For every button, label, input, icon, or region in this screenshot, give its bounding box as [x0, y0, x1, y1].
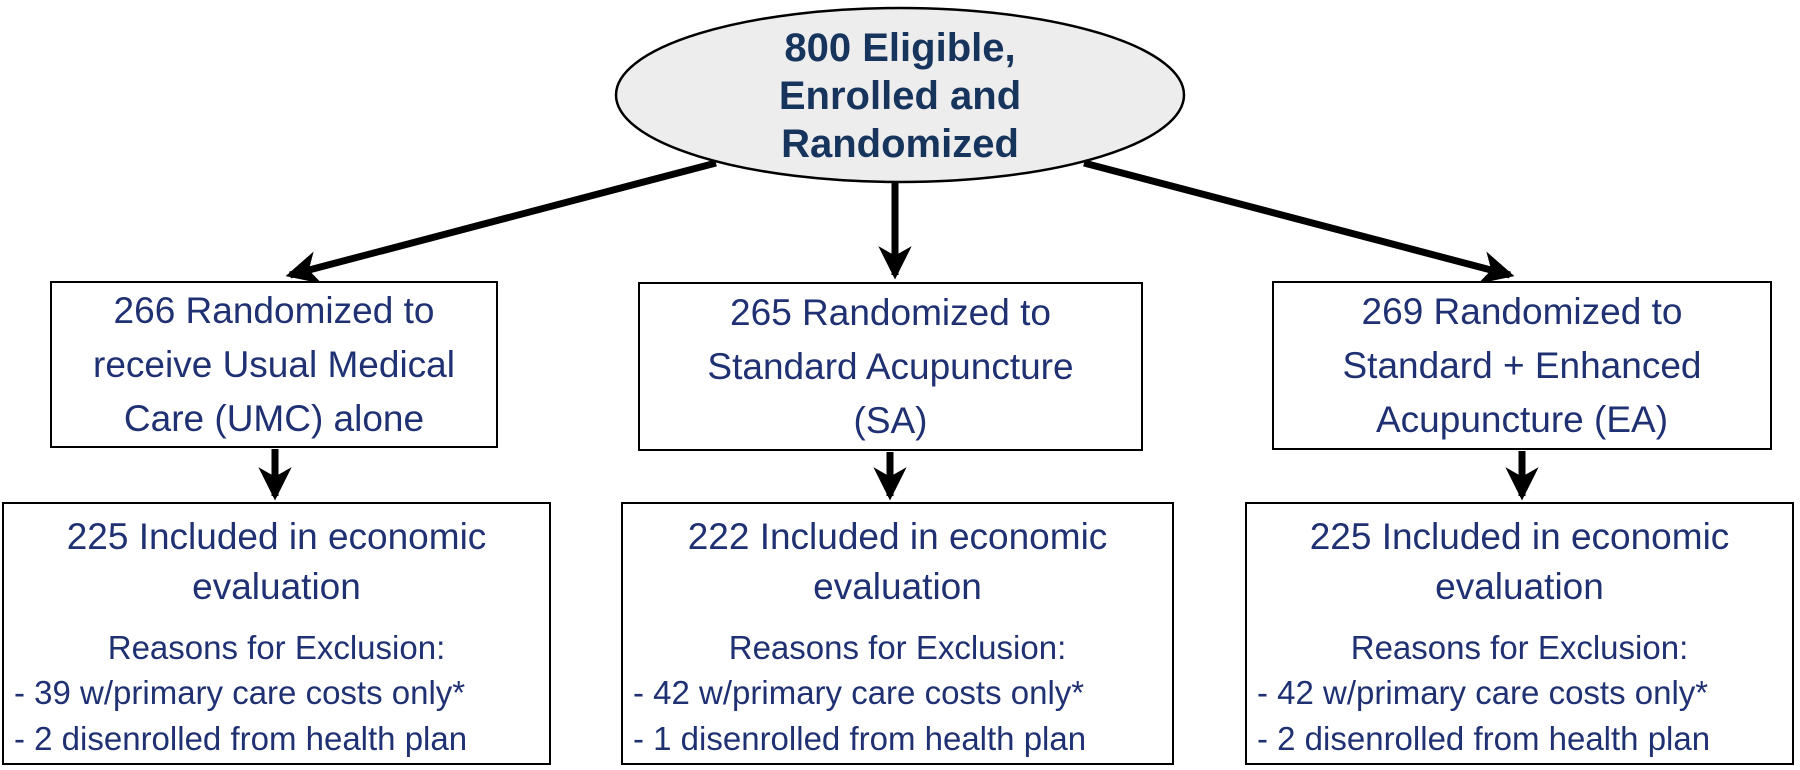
enrolled-label: 800 Eligible, Enrolled and Randomized — [650, 24, 1150, 168]
randomized-ea-line: Standard + Enhanced — [1342, 344, 1702, 386]
randomized-ea-line: Acupuncture (EA) — [1375, 398, 1669, 440]
randomized-umc-line: 266 Randomized to — [113, 289, 435, 331]
economic-box-sa: 222 Included in economic evaluation Reas… — [621, 502, 1174, 765]
randomized-umc-line: receive Usual Medical — [93, 343, 455, 385]
exclusion-item-ea: - 42 w/primary care costs only* — [1257, 674, 1709, 711]
included-sa-line: evaluation — [813, 566, 982, 607]
randomized-box-ea: 269 Randomized to Standard + Enhanced Ac… — [1272, 281, 1772, 450]
exclusion-item-sa: - 42 w/primary care costs only* — [633, 674, 1085, 711]
exclusion-item-umc: - 2 disenrolled from health plan — [14, 720, 468, 757]
randomized-box-umc: 266 Randomized to receive Usual Medical … — [50, 281, 498, 448]
arrow-enrolled-to-ea — [1083, 159, 1515, 284]
included-ea-line: 225 Included in economic — [1309, 516, 1730, 557]
exclusion-header-umc: Reasons for Exclusion: — [107, 629, 446, 666]
economic-box-umc: 225 Included in economic evaluation Reas… — [2, 502, 551, 765]
randomized-box-sa: 265 Randomized to Standard Acupuncture (… — [638, 282, 1143, 451]
exclusion-header-sa: Reasons for Exclusion: — [728, 629, 1067, 666]
economic-box-ea: 225 Included in economic evaluation Reas… — [1245, 502, 1794, 765]
randomized-ea-line: 269 Randomized to — [1361, 290, 1683, 332]
randomized-sa-line: (SA) — [853, 399, 928, 441]
exclusion-header-ea: Reasons for Exclusion: — [1350, 629, 1689, 666]
enrolled-label-line: 800 Eligible, — [784, 26, 1016, 70]
enrolled-label-line: Enrolled and — [778, 74, 1022, 118]
randomized-sa-line: 265 Randomized to — [730, 291, 1051, 333]
arrow-enrolled-to-umc — [285, 159, 717, 284]
exclusion-item-ea: - 2 disenrolled from health plan — [1257, 720, 1711, 757]
exclusion-item-sa: - 1 disenrolled from health plan — [633, 720, 1087, 757]
randomized-sa-line: Standard Acupuncture — [707, 345, 1074, 387]
included-umc-line: evaluation — [192, 566, 361, 607]
enrolled-ellipse — [614, 6, 1186, 184]
included-sa-line: 222 Included in economic — [687, 516, 1108, 557]
included-ea-line: evaluation — [1435, 566, 1604, 607]
exclusion-item-umc: - 39 w/primary care costs only* — [14, 674, 466, 711]
enrolled-label-line: Randomized — [781, 122, 1019, 166]
randomized-umc-line: Care (UMC) alone — [123, 397, 425, 439]
included-umc-line: 225 Included in economic — [66, 516, 487, 557]
